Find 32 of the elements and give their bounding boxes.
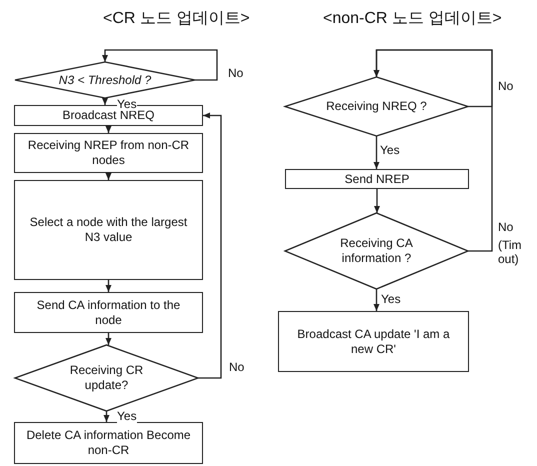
heading: <CR 노드 업데이트>	[103, 9, 250, 29]
edge-label: No	[498, 79, 514, 93]
edge-label: No	[498, 220, 514, 234]
arrow	[374, 136, 380, 169]
arrow	[374, 289, 380, 311]
arrow	[106, 173, 112, 180]
decision-diamond: Receiving CA information ?	[285, 213, 468, 289]
decision-diamond: Receiving CR update?	[15, 345, 198, 411]
process-box: Broadcast CA update 'I am a new CR'	[278, 311, 469, 372]
arrow	[106, 126, 112, 133]
edge-label: Yes	[117, 97, 137, 111]
decision-diamond: Receiving NREQ ?	[285, 77, 468, 136]
arrow	[102, 98, 108, 105]
edge-label: Yes	[381, 292, 401, 306]
arrow	[106, 333, 112, 345]
process-box: Send CA information to the node	[14, 292, 203, 333]
edge-label: Yes	[380, 143, 400, 157]
arrow	[374, 189, 380, 213]
arrow	[106, 280, 112, 292]
edge-label: Yes	[117, 409, 137, 423]
arrow	[198, 112, 222, 379]
process-box: Receiving NREP from non-CR nodes	[14, 133, 203, 173]
edge-label: No	[228, 66, 244, 80]
edge-label: No	[229, 360, 244, 374]
arrow	[374, 49, 493, 252]
process-box: Select a node with the largest N3 value	[14, 180, 203, 280]
process-box: Send NREP	[285, 169, 469, 189]
arrow	[104, 411, 110, 422]
arrow	[102, 49, 218, 81]
heading: <non-CR 노드 업데이트>	[323, 9, 502, 29]
process-box: Delete CA information Become non-CR	[14, 422, 203, 464]
decision-diamond: N3 < Threshold ?	[15, 62, 195, 98]
